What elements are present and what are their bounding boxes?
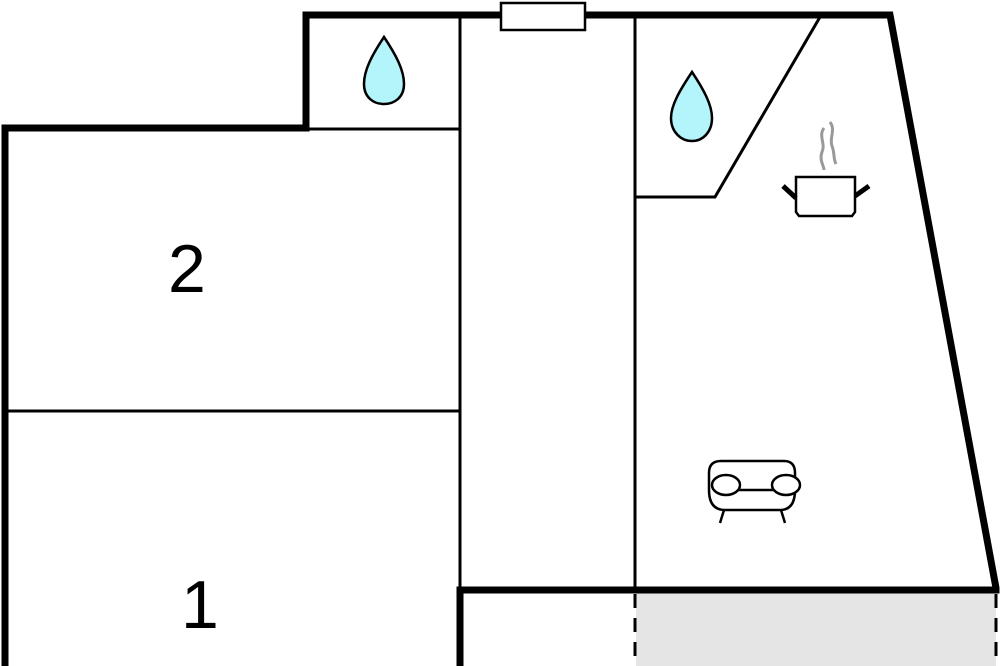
room-label-1: 1 [181,567,219,643]
terrace-area [636,592,996,666]
bathroom-drop-icon [669,69,714,143]
living-sofa-icon [707,459,802,524]
room-label-2: 2 [168,231,206,307]
kitchen-pot-icon [781,121,871,218]
terrace-edges [633,594,998,666]
bathroom-drop-icon [362,34,406,106]
window [499,1,587,32]
interior-walls [4,15,822,590]
exterior-wall [1,11,1000,666]
